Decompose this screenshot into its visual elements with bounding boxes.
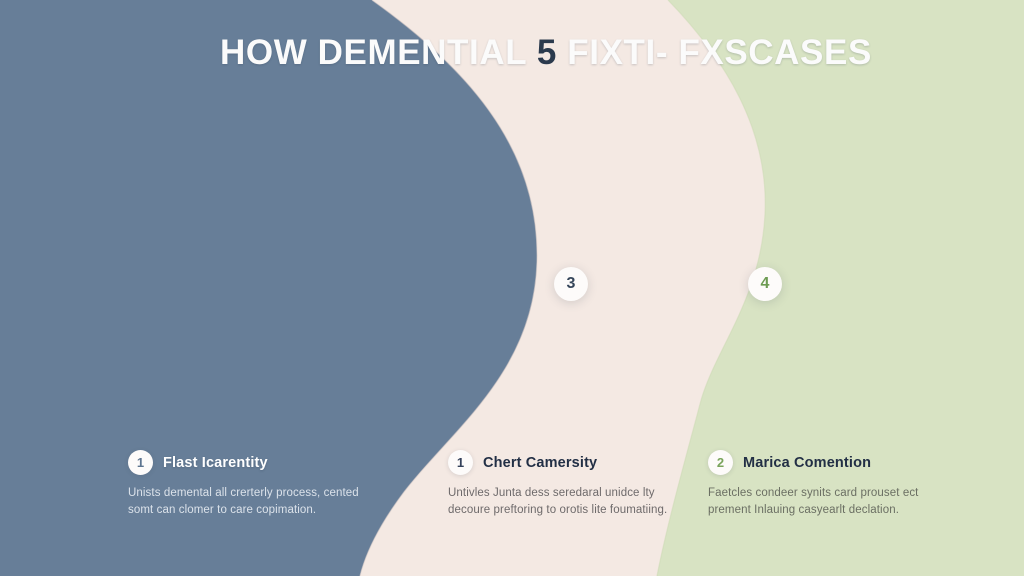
step-block-2-title: Chert Camersity	[483, 454, 598, 471]
step-block-3-badge: 2	[708, 450, 733, 475]
page-title-suffix: FIXTI- FXSCASES	[556, 33, 872, 72]
cream-edge-shade	[359, 0, 538, 576]
page-title-accent-number: 5	[536, 33, 557, 72]
green-edge-shade	[656, 0, 766, 576]
step-block-3[interactable]: 2 Marica Comention Faetcles condeer syni…	[708, 450, 958, 519]
step-block-3-title: Marica Comention	[743, 454, 872, 471]
step-marker-4-number: 4	[760, 275, 770, 292]
step-block-2-body: Untivles Junta dess seredaral unidce lty…	[448, 487, 668, 516]
step-marker-3-number: 3	[566, 275, 576, 292]
step-marker-3[interactable]: 3	[554, 267, 588, 301]
step-block-2-badge-number: 1	[456, 455, 465, 470]
page-title: HOW DEMENTIAL 5 FIXTI- FXSCASES	[220, 30, 980, 76]
step-block-1-header: 1 Flast Icarentity	[128, 450, 360, 475]
step-block-1-title: Flast Icarentity	[163, 454, 268, 471]
step-block-1[interactable]: 1 Flast Icarentity Unists demental all c…	[128, 450, 360, 519]
page-title-prefix: HOW DEMENTIAL	[220, 33, 537, 72]
step-marker-4[interactable]: 4	[748, 267, 782, 301]
step-block-3-badge-number: 2	[716, 455, 725, 470]
green-band	[657, 0, 1024, 576]
step-block-1-badge: 1	[128, 450, 153, 475]
step-block-2-header: 1 Chert Camersity	[448, 450, 680, 475]
step-block-3-header: 2 Marica Comention	[708, 450, 958, 475]
step-block-3-body: Faetcles condeer synits card prouset ect…	[708, 487, 919, 516]
step-block-1-badge-number: 1	[136, 455, 145, 470]
step-block-1-body: Unists demental all crerterly process, c…	[128, 487, 359, 516]
step-block-2[interactable]: 1 Chert Camersity Untivles Junta dess se…	[448, 450, 680, 519]
step-block-2-badge: 1	[448, 450, 473, 475]
